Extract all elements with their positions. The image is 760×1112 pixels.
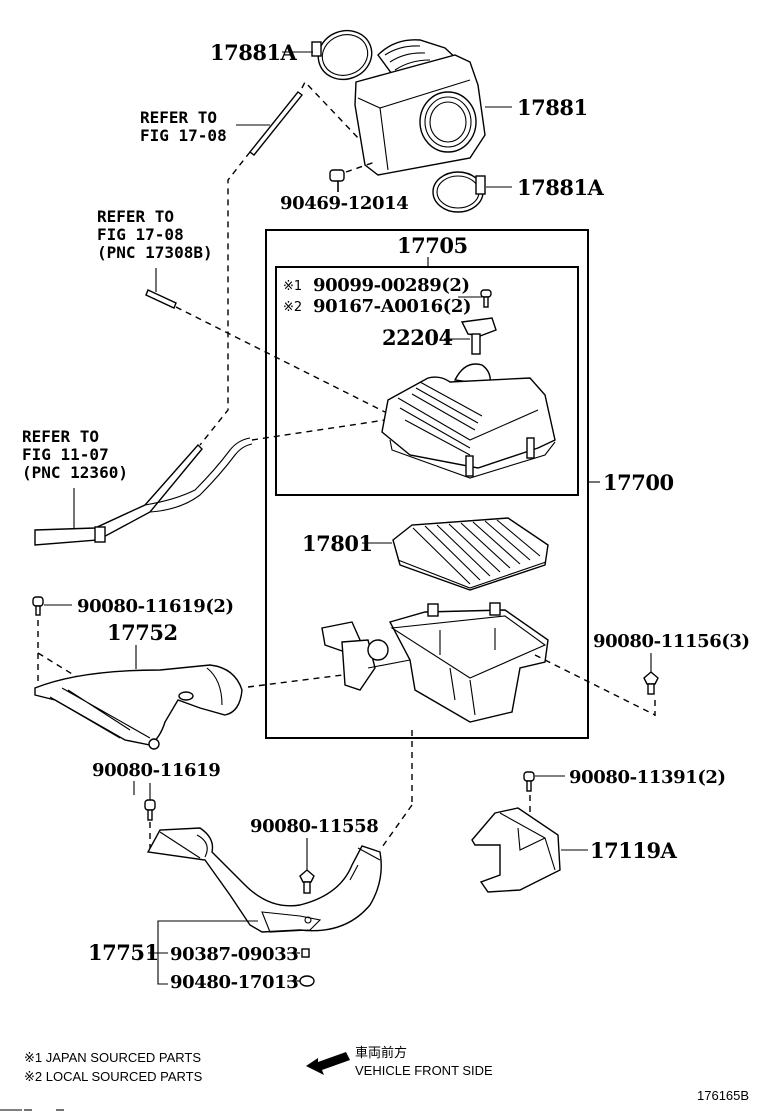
direction-label-en: VEHICLE FRONT SIDE bbox=[355, 1063, 493, 1078]
duct-bolt-top-drawing[interactable] bbox=[32, 596, 44, 616]
mark-local: ※2 bbox=[283, 300, 302, 315]
callout-90480-17013[interactable]: 90480-17013 bbox=[170, 972, 299, 993]
cushion-drawing[interactable] bbox=[301, 948, 310, 958]
ref3-line1: REFER TO bbox=[22, 427, 99, 446]
grommet-drawing[interactable] bbox=[299, 975, 315, 987]
air-inlet-duct-drawing[interactable] bbox=[34, 664, 243, 750]
callout-22204[interactable]: 22204 bbox=[382, 325, 453, 350]
air-cleaner-assy-box bbox=[265, 229, 589, 739]
callout-17705[interactable]: 17705 bbox=[397, 233, 468, 258]
air-inlet-drawing[interactable] bbox=[354, 39, 486, 176]
note-local-sourced: ※2 LOCAL SOURCED PARTS bbox=[24, 1069, 203, 1084]
note-japan-sourced: ※1 JAPAN SOURCED PARTS bbox=[24, 1050, 201, 1065]
dash-hose-mid bbox=[175, 306, 386, 413]
dash-hose-inlet bbox=[301, 80, 361, 141]
clamp-top-drawing[interactable] bbox=[311, 23, 378, 87]
air-cleaner-case-drawing[interactable] bbox=[321, 602, 549, 723]
hose-bolt-left-drawing[interactable] bbox=[144, 799, 156, 821]
ref2-line2: FIG 17-08 bbox=[97, 225, 184, 244]
dash-case-to-hose-b bbox=[379, 804, 413, 851]
breather-hose-drawing[interactable] bbox=[34, 437, 253, 546]
callout-17751[interactable]: 17751 bbox=[88, 940, 159, 965]
air-cleaner-cap-drawing[interactable] bbox=[381, 363, 556, 479]
clamp-bottom-drawing[interactable] bbox=[432, 171, 486, 213]
callout-90080-11619-2[interactable]: 90080-11619(2) bbox=[77, 596, 234, 617]
ref2-line1: REFER TO bbox=[97, 207, 174, 226]
dash-hose-top bbox=[199, 151, 251, 446]
ref3-line2: FIG 11-07 bbox=[22, 445, 109, 464]
callout-90080-11558[interactable]: 90080-11558 bbox=[250, 816, 379, 837]
mark-japan: ※1 bbox=[283, 279, 302, 294]
callout-90080-11619[interactable]: 90080-11619 bbox=[92, 760, 221, 781]
callout-90387-09033[interactable]: 90387-09033 bbox=[170, 944, 299, 965]
ref2-line3: (PNC 17308B) bbox=[97, 243, 213, 262]
bracket-bolt-drawing[interactable] bbox=[523, 771, 535, 792]
ref3-line3: (PNC 12360) bbox=[22, 463, 128, 482]
callout-17119A[interactable]: 17119A bbox=[590, 838, 678, 863]
callout-17881A-bottom[interactable]: 17881A bbox=[517, 175, 605, 200]
case-bolt-drawing[interactable] bbox=[643, 671, 659, 695]
bracket-drawing[interactable] bbox=[471, 807, 561, 893]
callout-17752[interactable]: 17752 bbox=[107, 620, 178, 645]
callout-90080-11156[interactable]: 90080-11156(3) bbox=[593, 631, 750, 652]
vacuum-hose-mid-drawing[interactable] bbox=[145, 289, 177, 309]
cap-sub-assy-box bbox=[275, 266, 579, 496]
dash-case-bolt bbox=[534, 654, 656, 716]
ref1-line1: REFER TO bbox=[140, 108, 217, 127]
figure-id: 176165B bbox=[697, 1088, 749, 1103]
reference-fig-17-08-a[interactable]: REFER TO FIG 17-08 bbox=[140, 108, 227, 145]
callout-90099-00289[interactable]: 90099-00289(2) bbox=[313, 275, 470, 296]
callout-17700[interactable]: 17700 bbox=[603, 470, 674, 495]
air-filter-element-drawing[interactable] bbox=[392, 517, 549, 591]
vacuum-hose-top-drawing[interactable] bbox=[249, 91, 303, 156]
ref1-line2: FIG 17-08 bbox=[140, 126, 227, 145]
clip-drawing[interactable] bbox=[329, 169, 345, 192]
hose-bolt-drawing[interactable] bbox=[299, 869, 315, 894]
air-outlet-hose-drawing[interactable] bbox=[146, 827, 382, 933]
reference-fig-17-08-b[interactable]: REFER TO FIG 17-08 (PNC 17308B) bbox=[97, 207, 213, 262]
callout-17881A-top[interactable]: 17881A bbox=[210, 40, 298, 65]
vehicle-front-arrow-icon bbox=[306, 1052, 350, 1075]
screw-drawing[interactable] bbox=[480, 289, 492, 308]
dash-clip bbox=[345, 161, 376, 173]
reference-fig-11-07[interactable]: REFER TO FIG 11-07 (PNC 12360) bbox=[22, 427, 128, 482]
dash-breather bbox=[251, 419, 386, 441]
callout-17881[interactable]: 17881 bbox=[517, 95, 588, 120]
direction-label-jp: 車両前方 bbox=[355, 1045, 407, 1060]
callout-90469-12014[interactable]: 90469-12014 bbox=[280, 193, 409, 214]
mass-air-flow-meter-drawing[interactable] bbox=[460, 317, 497, 355]
callout-90080-11391[interactable]: 90080-11391(2) bbox=[569, 767, 726, 788]
callout-17801[interactable]: 17801 bbox=[302, 531, 373, 556]
dash-duct-to-case bbox=[247, 674, 344, 688]
callout-90167-A0016[interactable]: 90167-A0016(2) bbox=[313, 296, 472, 317]
